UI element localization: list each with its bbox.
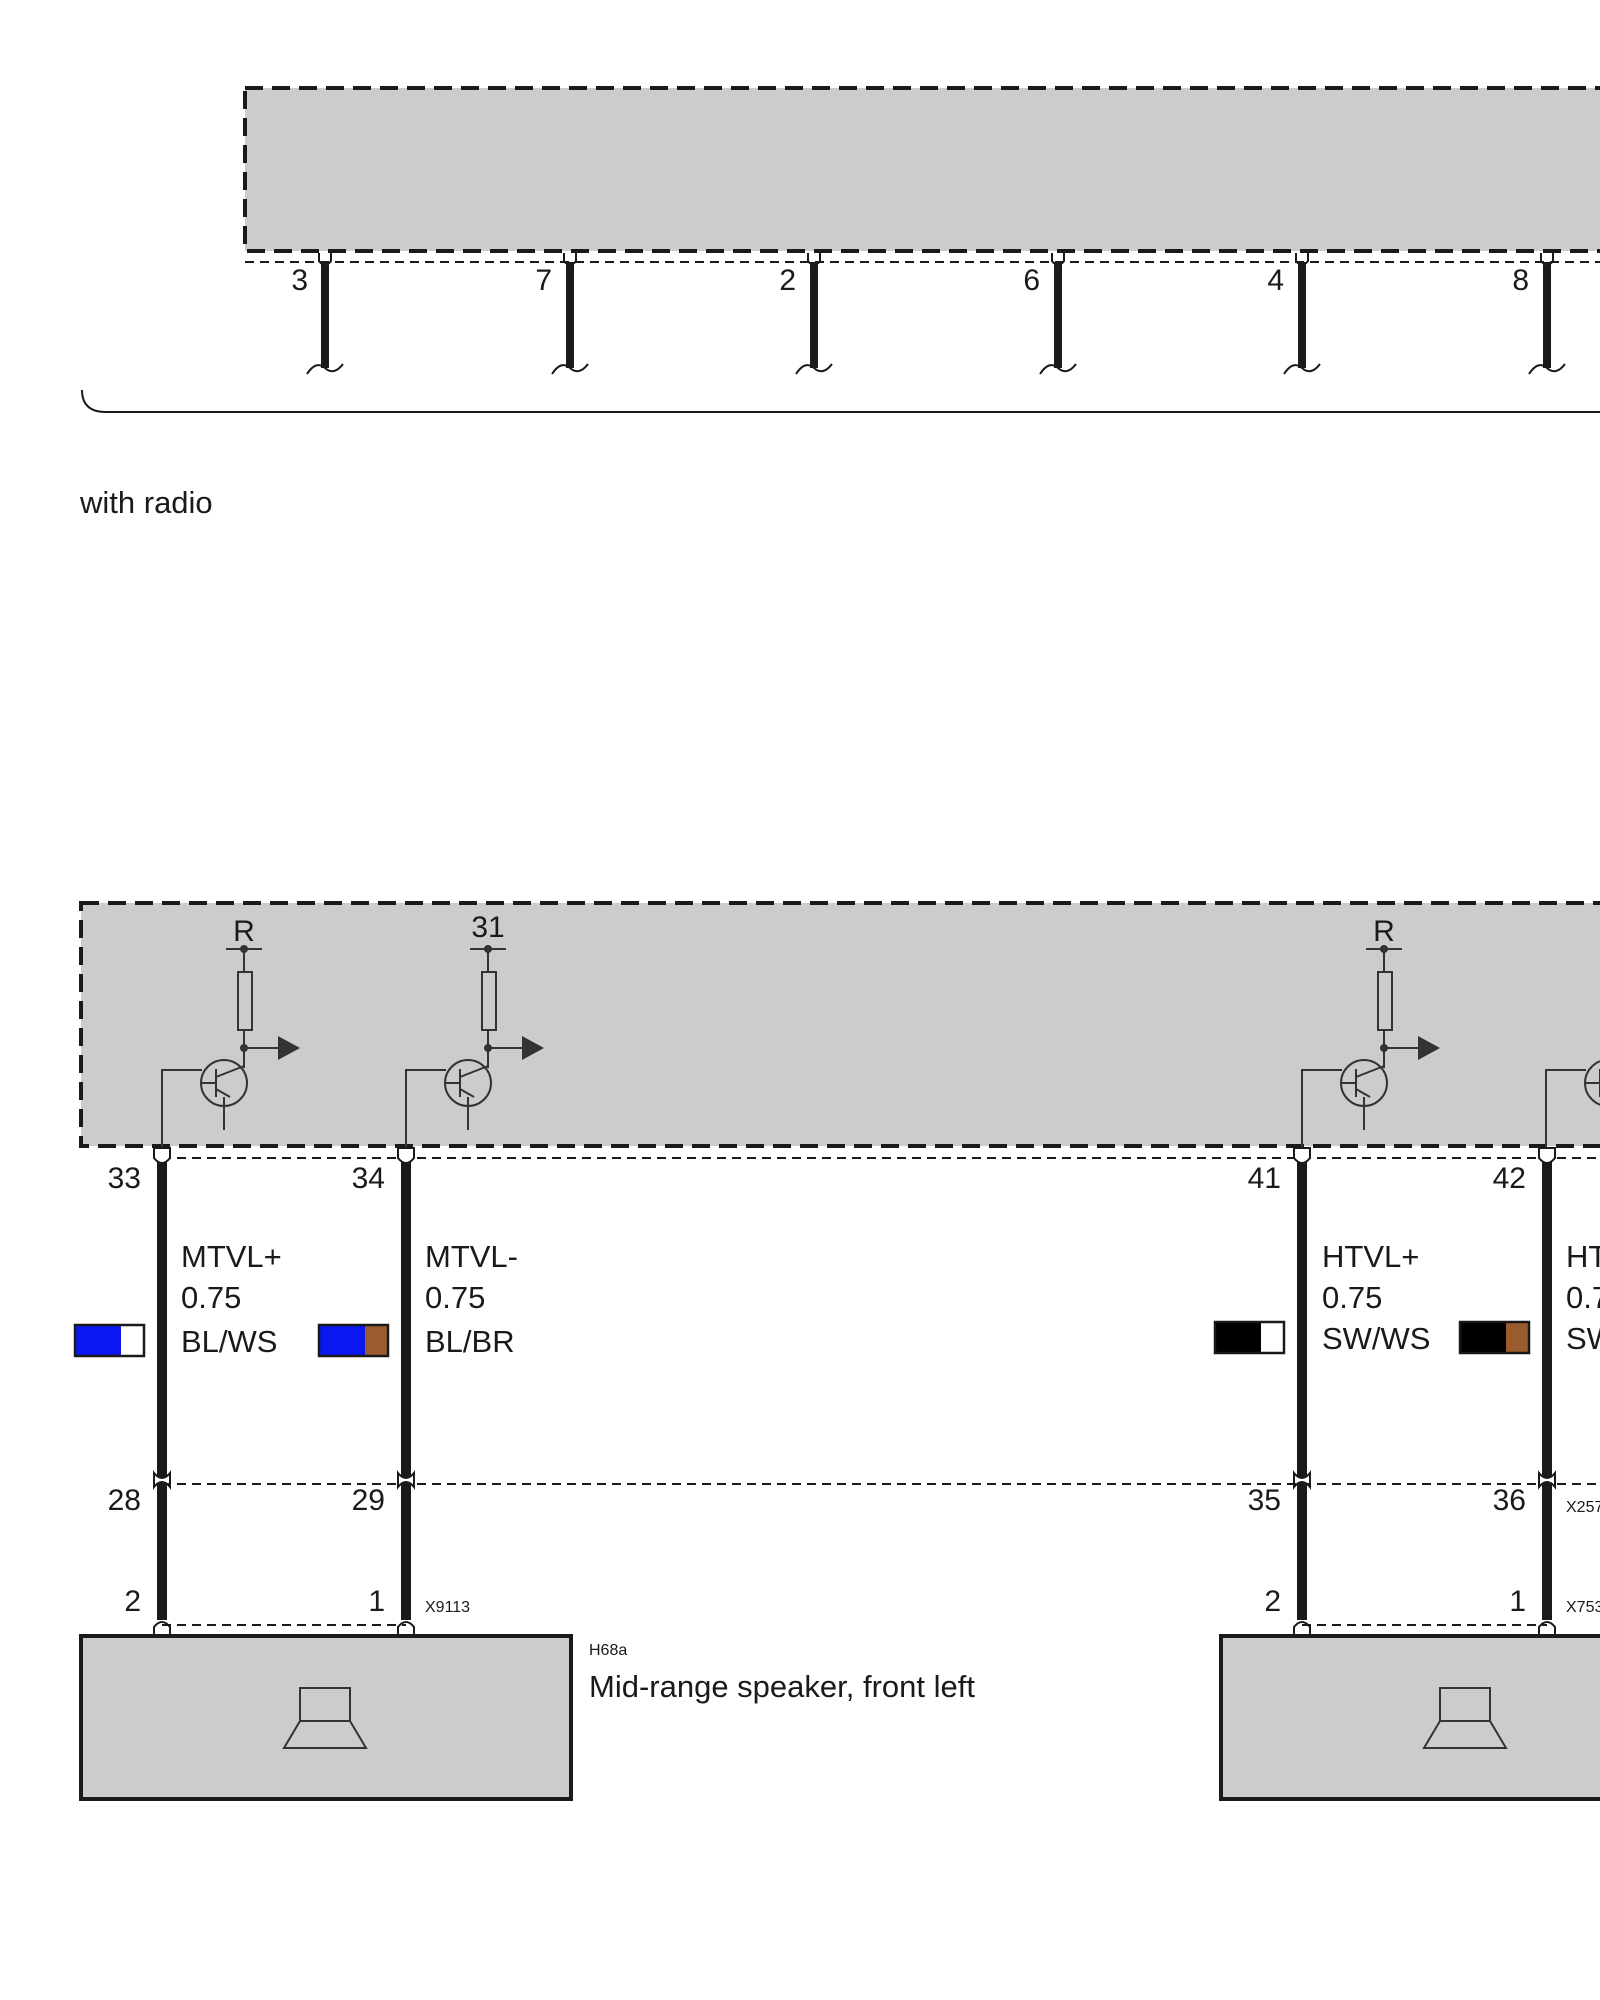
top-pin-6: 6	[1023, 253, 1077, 375]
wire-gauge: 0.75	[1322, 1280, 1382, 1315]
wire-htvl-minus: 42 HTVL- 0.75 SW/BR 36 1	[1458, 1158, 1600, 1620]
supply-label: R	[1373, 915, 1395, 948]
top-module	[243, 86, 1600, 263]
wire-name: HTVL-	[1566, 1239, 1600, 1274]
wire-htvl-plus: 41 HTVL+ 0.75 SW/WS 35 2	[1213, 1158, 1431, 1620]
wire-name: MTVL+	[181, 1239, 282, 1274]
wire-gauge: 0.75	[181, 1280, 241, 1315]
top-pin-7: 7	[535, 253, 589, 375]
connector-x257-label: X257	[1566, 1499, 1600, 1516]
speaker-pin-label: 1	[368, 1585, 385, 1618]
top-pin-label: 4	[1267, 264, 1284, 297]
option-brace	[81, 389, 1600, 413]
speaker-tweeter-box	[1219, 1634, 1600, 1801]
wire-color: BL/WS	[181, 1324, 277, 1359]
top-pin-8: 8	[1512, 253, 1566, 375]
radio-pin-label: 42	[1493, 1162, 1526, 1195]
connector-x9113-label: X9113	[425, 1599, 470, 1616]
driver-circuit-4	[1545, 1060, 1600, 1155]
speaker-left-box	[79, 1634, 573, 1801]
component-id: H68a	[589, 1642, 627, 1659]
mid-pin-label: 36	[1493, 1484, 1526, 1517]
speaker-icon	[282, 1687, 368, 1749]
top-pin-label: 7	[535, 264, 552, 297]
radio-pin-label: 41	[1248, 1162, 1281, 1195]
top-pin-label: 2	[779, 264, 796, 297]
radio-pin-label: 33	[108, 1162, 141, 1195]
connector-caps	[153, 1147, 1556, 1636]
wire-gauge: 0.75	[1566, 1280, 1600, 1315]
wire-mtvl-plus: 33 MTVL+ 0.75 BL/WS 28 2	[73, 1158, 282, 1620]
wire-color-swatch	[317, 1323, 390, 1358]
wire-color: SW/WS	[1322, 1321, 1431, 1356]
mid-pin-label: 28	[108, 1484, 141, 1517]
supply-label: R	[233, 915, 255, 948]
condition-note: with radio	[79, 485, 213, 520]
supply-label: 31	[471, 911, 504, 944]
wire-name: MTVL-	[425, 1239, 518, 1274]
top-pin-label: 6	[1023, 264, 1040, 297]
speaker-icon	[1422, 1687, 1508, 1749]
wire-mtvl-minus: 34 MTVL- 0.75 BL/BR 29 1	[317, 1158, 518, 1620]
driver-circuit-1: R	[161, 915, 300, 1155]
wire-color: BL/BR	[425, 1324, 515, 1359]
driver-circuit-2: 31	[405, 911, 544, 1155]
speaker-pin-label: 1	[1509, 1585, 1526, 1618]
wire-name: HTVL+	[1322, 1239, 1419, 1274]
wire-color: SW/BR	[1566, 1321, 1600, 1356]
wire-color-swatch	[73, 1323, 146, 1358]
driver-circuit-3: R	[1301, 915, 1440, 1155]
wire-gauge: 0.75	[425, 1280, 485, 1315]
top-pin-2: 2	[779, 253, 833, 375]
mid-pin-label: 35	[1248, 1484, 1281, 1517]
mid-pin-label: 29	[352, 1484, 385, 1517]
speaker-pin-label: 2	[124, 1585, 141, 1618]
speaker-pin-label: 2	[1264, 1585, 1281, 1618]
top-pin-3: 3	[291, 253, 344, 375]
top-pin-label: 3	[291, 264, 308, 297]
component-name: Mid-range speaker, front left	[589, 1669, 975, 1704]
radio-module	[79, 901, 1600, 1159]
wire-color-swatch	[1213, 1320, 1286, 1355]
top-pin-label: 8	[1512, 264, 1529, 297]
wire-color-swatch	[1458, 1320, 1531, 1355]
connector-x753-label: X753	[1566, 1599, 1600, 1616]
radio-pin-label: 34	[352, 1162, 385, 1195]
top-pin-4: 4	[1267, 253, 1321, 375]
